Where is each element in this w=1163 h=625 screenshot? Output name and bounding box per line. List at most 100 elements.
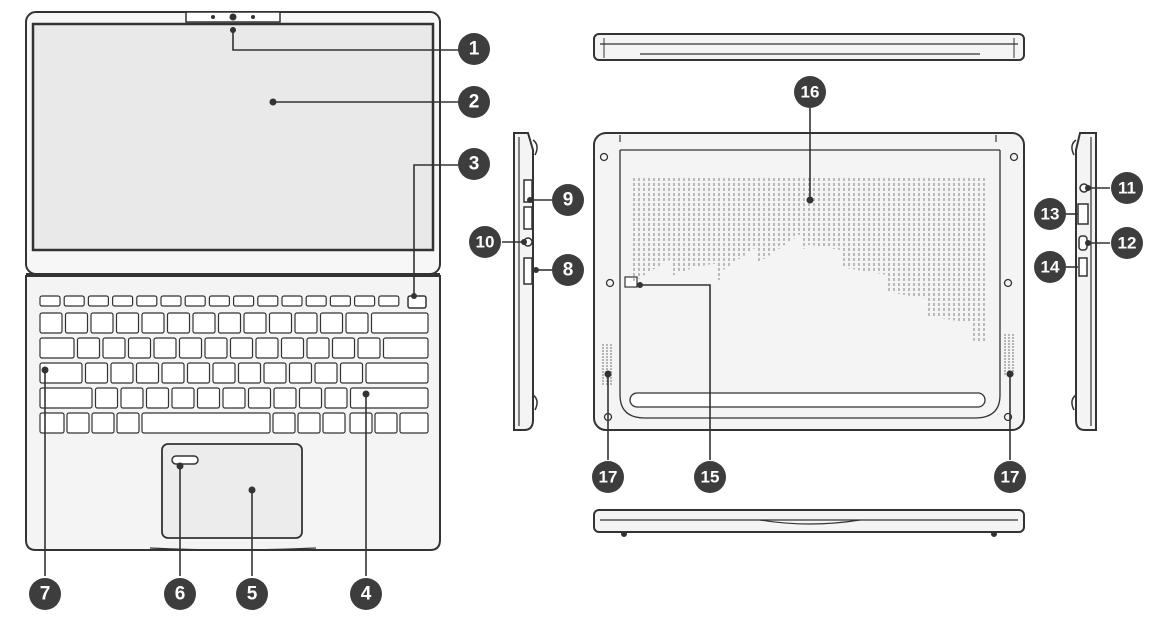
speaker-hole [1004, 373, 1006, 375]
keyboard-key [324, 387, 348, 409]
speaker-hole [1012, 340, 1014, 342]
callout-15: 15 [694, 461, 726, 493]
keyboard-key [370, 312, 429, 334]
keyboard-key [237, 362, 262, 384]
right-hdmi-port [1077, 203, 1089, 225]
leader-dots [41, 27, 1091, 494]
keyboard-key [110, 362, 134, 384]
speaker-hole [1004, 337, 1006, 339]
speaker-hole [1012, 349, 1014, 351]
callout-4-label: 4 [361, 584, 372, 605]
speaker-hole [606, 362, 608, 364]
speaker-hole [1004, 343, 1006, 345]
callout-12: 12 [1111, 227, 1143, 259]
power-button [407, 295, 427, 309]
keyboard-key [229, 337, 254, 359]
speaker-hole [602, 377, 604, 379]
callout-1-label: 1 [469, 39, 480, 60]
keyboard-key [120, 387, 144, 409]
speaker-hole [1008, 337, 1010, 339]
speaker-hole [610, 347, 612, 349]
speaker-hole [1004, 340, 1006, 342]
callout-17-left: 17 [592, 461, 624, 493]
keyboard-key [160, 295, 182, 307]
keyboard-key [329, 295, 351, 307]
keyboard-key [135, 362, 160, 384]
speaker-hole [602, 353, 604, 355]
speaker-hole [1004, 367, 1006, 369]
speaker-hole [606, 368, 608, 370]
display-screen [31, 22, 435, 252]
camera-mic-right [251, 15, 255, 19]
keyboard-key [319, 312, 344, 334]
speaker-hole [602, 359, 604, 361]
speaker-hole [602, 350, 604, 352]
keyboard-key [268, 312, 293, 334]
keyboard-key [339, 362, 364, 384]
keyboard-key [192, 312, 216, 334]
callout-15-label: 15 [701, 468, 720, 487]
callout-badges: 1 2 3 4 5 6 7 8 9 10 11 12 13 14 15 16 1… [29, 33, 1143, 610]
callout-6-label: 6 [175, 584, 186, 605]
speaker-hole [610, 383, 612, 385]
speaker-hole [1008, 352, 1010, 354]
keyboard-key [115, 312, 140, 334]
keyboard-key [257, 295, 279, 307]
speaker-hole [606, 350, 608, 352]
speaker-hole [1008, 361, 1010, 363]
callout-8: 8 [552, 254, 584, 286]
callout-5: 5 [236, 578, 268, 610]
speaker-hole [1012, 358, 1014, 360]
speaker-hole [1008, 364, 1010, 366]
speaker-hole [602, 371, 604, 373]
keyboard-key [272, 412, 296, 434]
keyboard-key [166, 312, 191, 334]
callout-6: 6 [164, 578, 196, 610]
callout-7: 7 [29, 578, 61, 610]
callout-12-label: 12 [1118, 234, 1137, 253]
keyboard-key [66, 412, 90, 434]
webcam [229, 13, 237, 21]
keyboard-key [212, 362, 236, 384]
keyboard-key [399, 412, 429, 434]
speaker-hole [1012, 337, 1014, 339]
callout-10: 10 [469, 226, 501, 258]
speaker-hole [610, 356, 612, 358]
speaker-hole [1012, 361, 1014, 363]
speaker-hole [1004, 358, 1006, 360]
callout-2-label: 2 [469, 92, 480, 113]
speaker-hole [602, 380, 604, 382]
speaker-hole [1008, 343, 1010, 345]
keyboard-key [145, 387, 170, 409]
speaker-hole [1008, 340, 1010, 342]
right-side-view [1071, 132, 1097, 431]
speaker-hole [1004, 370, 1006, 372]
callout-1: 1 [458, 33, 490, 65]
keyboard-key [349, 387, 429, 409]
keyboard-key [288, 362, 313, 384]
speaker-hole [1008, 358, 1010, 360]
keyboard-key [87, 295, 110, 307]
keyboard-key [178, 337, 203, 359]
callout-8-label: 8 [563, 260, 574, 281]
speaker-hole [606, 347, 608, 349]
keyboard-key [255, 337, 279, 359]
keyboard-key [222, 387, 246, 409]
callout-13-label: 13 [1041, 205, 1060, 224]
keyboard-key [357, 337, 381, 359]
keyboard-key [305, 295, 327, 307]
speaker-hole [1012, 334, 1014, 336]
callout-14: 14 [1034, 251, 1066, 283]
speaker-hole [1008, 355, 1010, 357]
keyboard-key [63, 295, 85, 307]
speaker-hole [602, 374, 604, 376]
left-usb-port-2 [523, 206, 533, 230]
keyboard-key [76, 337, 101, 359]
callout-5-label: 5 [247, 584, 258, 605]
right-card-slot [1078, 257, 1088, 277]
callout-4: 4 [350, 578, 382, 610]
leader-lines [44, 27, 1110, 576]
keyboard-key [116, 412, 140, 434]
keyboard-key [141, 312, 165, 334]
keyboard-key [322, 412, 346, 434]
